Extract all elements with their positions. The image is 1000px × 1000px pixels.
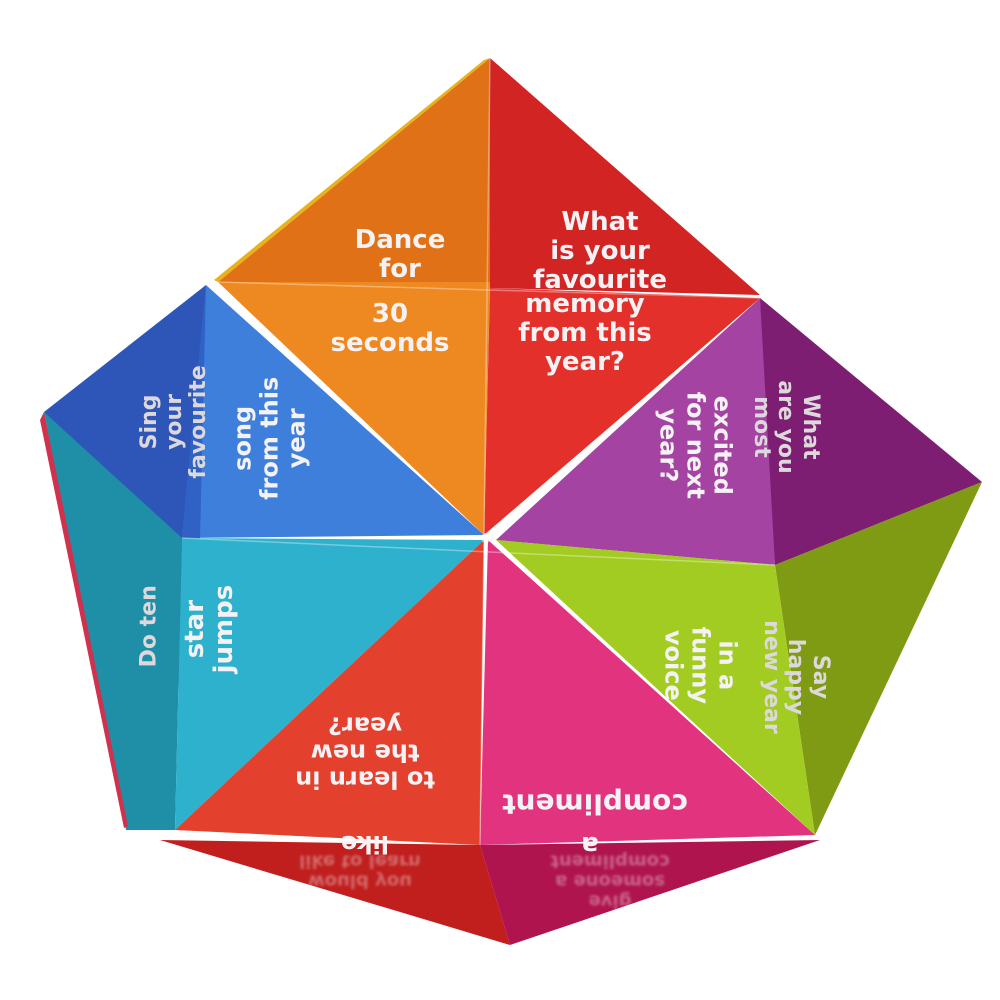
fold-lines bbox=[181, 57, 776, 846]
green-outer-flap bbox=[775, 482, 982, 835]
blue-inner-fold bbox=[182, 285, 206, 540]
pink-bottom-outer-flap bbox=[480, 840, 820, 945]
red-bottom-inner-panel bbox=[175, 540, 484, 845]
green-inner-panel bbox=[496, 540, 815, 835]
teal-outer-flap bbox=[44, 412, 182, 830]
orange-outer-edge bbox=[214, 58, 490, 282]
purple-inner-panel bbox=[496, 298, 775, 565]
pink-inner-panel bbox=[480, 540, 815, 845]
red-bottom-outer-flap bbox=[160, 840, 510, 945]
red-top-inner-panel bbox=[484, 288, 760, 535]
teal-outer-edge bbox=[40, 412, 128, 828]
blue-inner-panel bbox=[182, 285, 484, 538]
red-top-outer-flap bbox=[490, 58, 760, 295]
purple-outer-flap bbox=[760, 298, 982, 565]
center-point bbox=[481, 533, 491, 543]
teal-inner-panel bbox=[175, 538, 484, 830]
orange-inner-panel bbox=[218, 282, 490, 535]
